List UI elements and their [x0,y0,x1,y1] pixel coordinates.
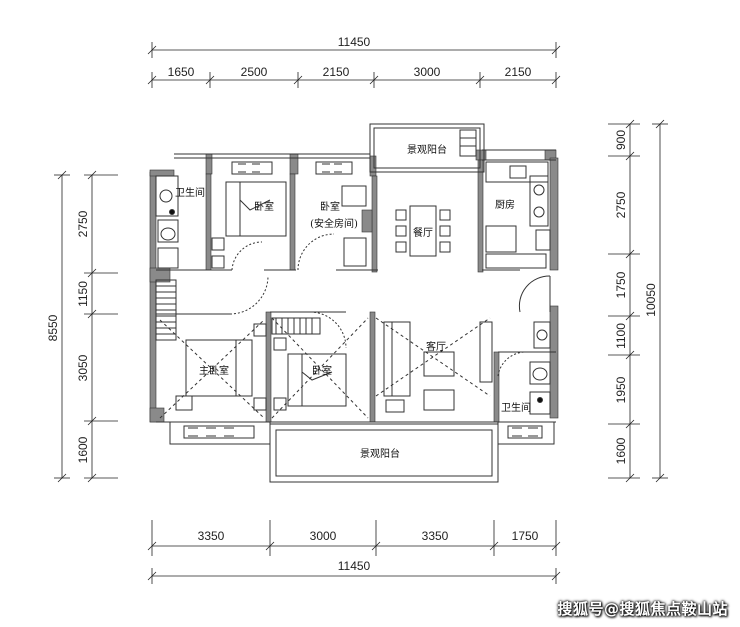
right-dimension-1: 900 [614,130,628,150]
room-label-bedroom-1: 卧室 [254,200,274,213]
kitchen-fixtures [485,161,551,269]
right-dimension-4: 1100 [614,323,628,349]
room-label-bedroom-2: 卧室 [320,200,340,213]
bottom-dimension-chain [147,520,561,584]
left-dimension-3: 3050 [76,354,90,381]
left-dimension-chain [54,170,118,483]
right-dimension-3: 1750 [614,271,628,298]
outer-walls [149,149,559,423]
dining-table [395,205,451,257]
top-dimension-4: 3000 [414,65,441,79]
room-label-bath-left: 卫生间 [175,186,205,199]
bedroom-2-furniture [297,185,367,271]
left-dimension-1: 2750 [76,210,90,237]
top-dimension-2: 2500 [241,65,268,79]
room-label-balcony-top: 景观阳台 [407,143,447,156]
bedroom-3-furniture [271,311,369,419]
room-label-bedroom-3: 卧室 [312,364,332,377]
watermark: 搜狐号@搜狐焦点鞍山站 [557,600,728,618]
room-label-bath-right: 卫生间 [501,401,531,414]
entrance-door [518,275,551,313]
bottom-dimension-4: 1750 [512,529,539,543]
top-dimension-3: 2150 [323,65,350,79]
bottom-dimension-2: 3000 [310,529,337,543]
bottom-dimension-1: 3350 [198,529,225,543]
room-label-balcony-bottom: 景观阳台 [360,447,400,460]
top-dimension-chain [147,42,561,88]
room-label-safe-room: (安全房间) [310,217,358,230]
bedroom-1-furniture [211,181,287,271]
room-label-dining: 餐厅 [413,226,433,239]
right-bathroom-fixtures [497,321,551,415]
left-dimension-2: 1150 [76,281,90,307]
room-label-master-bedroom: 主卧室 [199,364,229,377]
right-dimension-5: 1950 [614,376,628,403]
bottom-dimension-3: 3350 [422,529,449,543]
right-dimension-2: 2750 [614,191,628,218]
wardrobe-marks [155,161,543,439]
master-bedroom-furniture [159,275,269,419]
bottom-total-dimension: 11450 [338,559,371,573]
room-label-kitchen: 厨房 [495,198,515,211]
bottom-balcony [169,421,555,483]
top-dimension-5: 2150 [505,65,532,79]
left-total-dimension: 8550 [46,314,60,341]
top-total-dimension: 11450 [338,35,371,49]
top-dimension-1: 1650 [168,65,195,79]
living-room-furniture [375,317,493,413]
right-total-dimension: 10050 [644,283,658,317]
top-balcony [369,123,485,173]
left-bathroom-fixtures [155,175,179,269]
left-dimension-4: 1600 [76,436,90,463]
right-dimension-chain [608,119,668,483]
room-label-living: 客厅 [426,340,446,353]
right-dimension-6: 1600 [614,437,628,464]
